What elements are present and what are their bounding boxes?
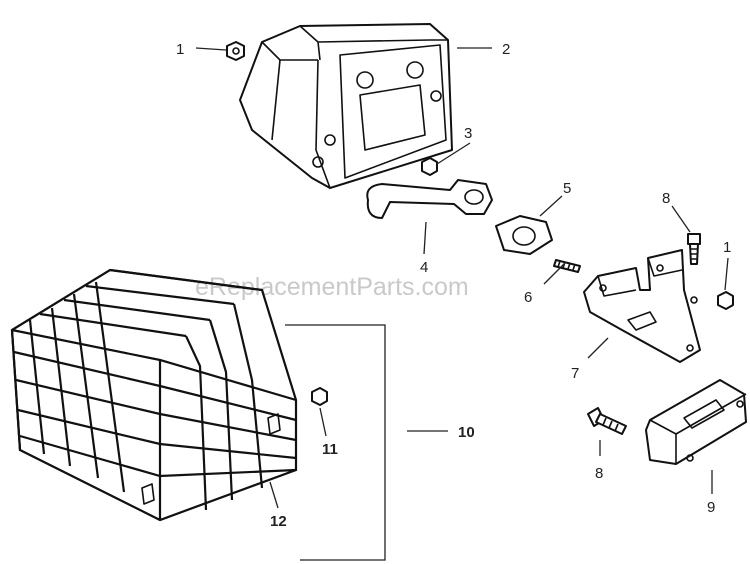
exhaust-tube-part bbox=[366, 179, 493, 219]
callout-2: 2 bbox=[502, 41, 510, 58]
callout-11: 11 bbox=[322, 441, 338, 458]
nut-part-right bbox=[717, 291, 734, 310]
callout-1-upper: 1 bbox=[176, 41, 184, 58]
callout-9: 9 bbox=[707, 499, 715, 516]
screw-part-upper bbox=[687, 233, 701, 265]
callout-4: 4 bbox=[420, 259, 428, 276]
muffler-body-part bbox=[239, 23, 453, 189]
callout-8-lower: 8 bbox=[595, 465, 603, 482]
nut-part-11 bbox=[311, 387, 328, 406]
callout-10: 10 bbox=[458, 424, 475, 441]
leader-lines bbox=[195, 47, 729, 561]
callout-12: 12 bbox=[270, 513, 287, 530]
callout-8-upper: 8 bbox=[662, 190, 670, 207]
heat-shield-part bbox=[645, 379, 747, 465]
gasket-part bbox=[495, 215, 553, 255]
wire-guard-part bbox=[10, 268, 298, 522]
screw-part-lower bbox=[587, 407, 627, 435]
callout-7: 7 bbox=[571, 365, 579, 382]
stud-part bbox=[553, 259, 581, 273]
callout-6: 6 bbox=[524, 289, 532, 306]
nut-part-3 bbox=[421, 157, 438, 176]
callout-1-right: 1 bbox=[723, 239, 731, 256]
callout-3: 3 bbox=[464, 125, 472, 142]
nut-part-upper bbox=[226, 41, 245, 61]
callout-5: 5 bbox=[563, 180, 571, 197]
bracket-part bbox=[583, 249, 701, 363]
